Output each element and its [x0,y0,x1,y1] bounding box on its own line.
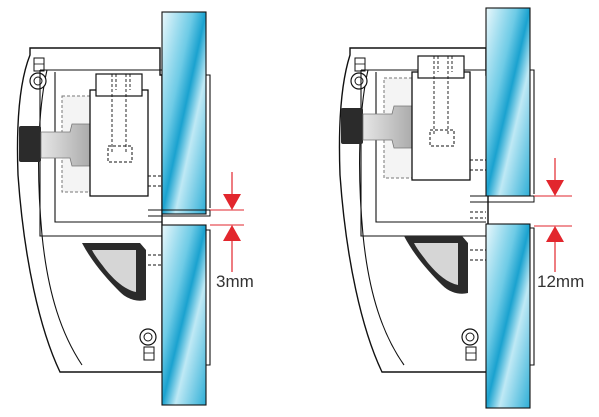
hinge-left-mechanism-block [89,89,149,197]
gap-label-left: 3mm [216,272,254,291]
hinge-left-upper-housing [39,69,162,237]
gap-label-right: 12mm [537,272,585,291]
hinge-right-mechanism-block [411,71,471,181]
hinge-left-knob [19,123,93,167]
hinge-right-gap-arrows [534,158,572,272]
hinge-left-glass [161,11,211,406]
hinge-left-top-screw [29,57,47,90]
hinge-right-glass [485,7,535,409]
hinge-left-inner-curve [38,69,83,366]
hinge-left-bottom-screw [139,328,157,361]
hinge-right-top-screw [350,57,368,90]
hinge-right-bottom-screw [461,328,479,361]
hinge-left [16,11,244,406]
hinge-left-gap-arrows [210,172,244,272]
hinge-right [338,7,572,409]
